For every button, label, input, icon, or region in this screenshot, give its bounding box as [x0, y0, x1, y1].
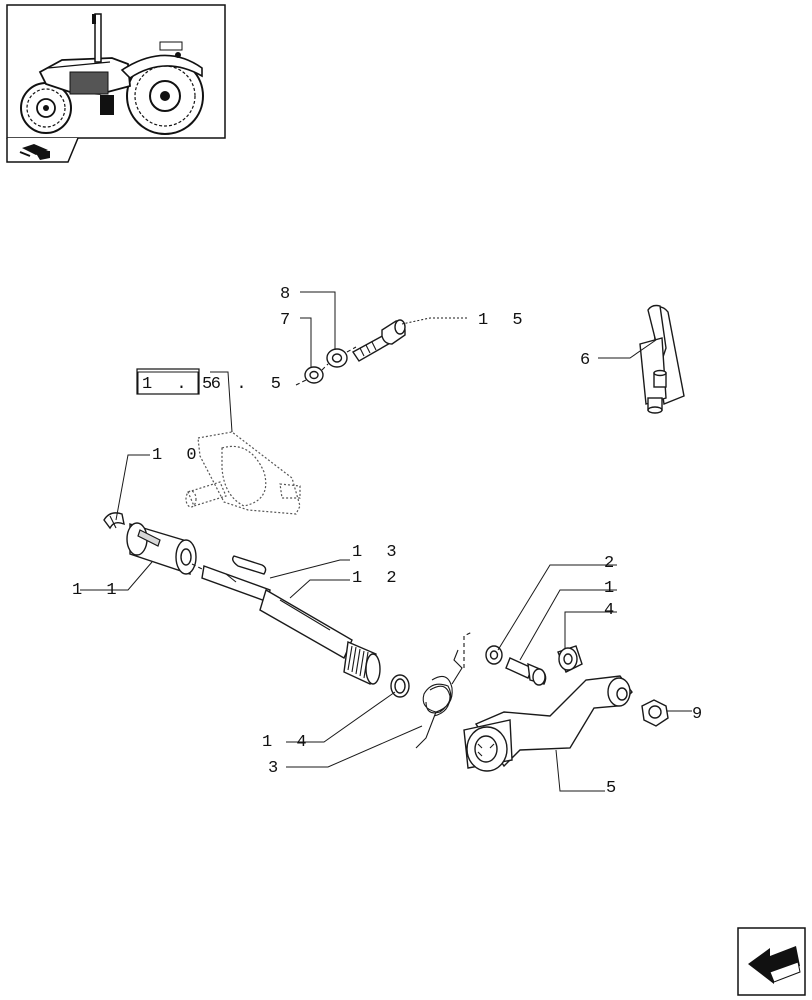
callout-10[interactable]: 1 0	[152, 446, 204, 465]
washer-2[interactable]	[485, 645, 503, 665]
callout-13[interactable]: 1 3	[352, 543, 404, 562]
callout-8[interactable]: 8	[280, 285, 297, 304]
callout-6[interactable]: 6	[580, 351, 597, 370]
assembly-axis-lever	[463, 631, 473, 668]
callout-9[interactable]: 9	[692, 705, 709, 724]
nut-9[interactable]	[641, 699, 669, 727]
callout-4[interactable]: 4	[604, 601, 621, 620]
section-tab[interactable]	[6, 137, 79, 163]
bolt-15[interactable]	[351, 319, 406, 362]
assembly-axis-top	[295, 346, 357, 386]
leader-lines	[80, 291, 692, 792]
reference-suffix: 5 . 5	[202, 375, 288, 394]
washer-8[interactable]	[326, 348, 348, 368]
reference-housing-ghost	[185, 431, 301, 515]
callout-14[interactable]: 1 4	[262, 733, 314, 752]
next-page-arrow-icon	[748, 946, 801, 984]
bush-4[interactable]	[557, 645, 583, 673]
callout-7[interactable]: 7	[280, 311, 297, 330]
snap-ring-14[interactable]	[390, 674, 410, 698]
tractor-thumbnail[interactable]	[6, 4, 226, 139]
callout-5[interactable]: 5	[606, 779, 623, 798]
shaft-12[interactable]	[191, 563, 381, 686]
hub-11[interactable]	[126, 522, 197, 575]
callout-3[interactable]: 3	[268, 759, 285, 778]
callout-12[interactable]: 1 2	[352, 569, 404, 588]
washer-7[interactable]	[304, 366, 324, 384]
reference-box[interactable]: 1 . 6 5 . 5	[136, 368, 288, 395]
lever-5[interactable]	[463, 675, 633, 772]
next-page-button[interactable]	[737, 927, 806, 996]
reference-prefix: 1 . 6	[142, 375, 228, 394]
callout-15[interactable]: 1 5	[478, 311, 530, 330]
callout-2[interactable]: 2	[604, 554, 621, 573]
callout-1[interactable]: 1	[604, 579, 621, 598]
key-13[interactable]	[231, 555, 267, 575]
callout-11[interactable]: 1 1	[72, 581, 124, 600]
bolt-1[interactable]	[505, 657, 547, 686]
tractor-icon	[20, 13, 204, 135]
clip-10[interactable]	[103, 512, 125, 530]
parts-book-icon	[19, 144, 50, 160]
bracket-6[interactable]	[639, 304, 685, 414]
spring-3[interactable]	[415, 649, 463, 749]
